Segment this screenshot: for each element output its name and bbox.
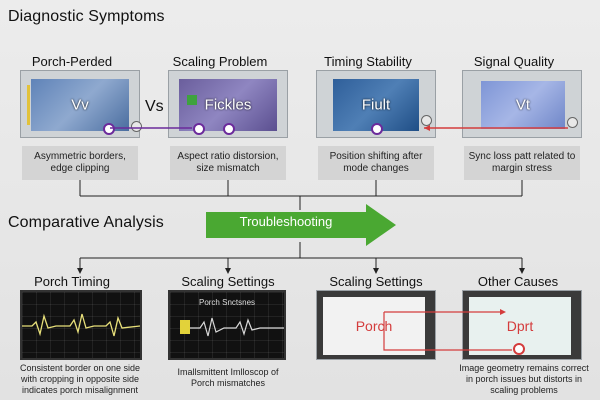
diagnostic-symptoms-title: Diagnostic Symptoms <box>8 8 165 25</box>
screen-scaling: Fickles <box>179 79 277 131</box>
caption-other-causes: Image geometry remains correct in porch … <box>459 362 589 395</box>
connector-node <box>223 123 235 135</box>
caption-signal: Sync loss patt related to margin stress <box>464 146 580 180</box>
troubleshooting-arrow <box>206 204 396 246</box>
oscilloscope-scaling: Porch Snctsnes <box>168 290 286 360</box>
arrowhead <box>77 268 83 274</box>
waveform <box>180 317 284 337</box>
panel-title-scaling-settings-1: Scaling Settings <box>181 274 275 289</box>
arrowhead <box>225 268 231 274</box>
monitor-scaling: Fickles <box>168 70 288 138</box>
caption-porch-timing: Consistent border on one side with cropp… <box>19 362 141 395</box>
waveform-block <box>180 320 190 334</box>
knob <box>567 117 578 128</box>
caption-timing: Position shifting after mode changes <box>318 146 434 180</box>
monitor-other-causes: Dprt <box>462 290 582 360</box>
caption-scaling: Aspect ratio distorsion, size mismatch <box>170 146 286 180</box>
arrowhead <box>519 268 525 274</box>
oscilloscope-porch <box>20 290 142 360</box>
screen-timing: Fiult <box>333 79 419 131</box>
red-link <box>383 312 512 351</box>
screen-text-other-causes: Dprt <box>506 318 534 334</box>
panel-title-other-causes: Other Causes <box>477 274 559 289</box>
troubleshooting-arrow-shape <box>206 204 396 246</box>
screen-other-causes: Dprt <box>469 297 571 355</box>
connector-node <box>193 123 205 135</box>
green-square <box>187 95 197 105</box>
monitor-porch-bottom: Porch <box>316 290 436 360</box>
panel-title-signal: Signal Quality <box>473 54 555 69</box>
waveform-trace <box>190 317 284 337</box>
screen-text-timing: Fiult <box>361 96 391 114</box>
connector-node <box>513 343 525 355</box>
screen-text-signal: Vt <box>515 96 531 114</box>
monitor-porch: Vv <box>20 70 142 138</box>
troubleshooting-label: Troubleshooting <box>239 214 333 229</box>
monitor-timing: Fiult <box>316 70 436 138</box>
panel-title-scaling-settings-2: Scaling Settings <box>329 274 423 289</box>
waveform-trace <box>22 313 140 337</box>
screen-porch: Vv <box>31 79 129 131</box>
vs-label: Vs <box>145 98 164 115</box>
monitor-signal: Vt <box>462 70 582 138</box>
red-arrowhead <box>424 125 430 131</box>
caption-scaling-settings: Imallsmittent Imlloscop of Porch mismatc… <box>177 367 279 388</box>
border-marker <box>27 85 30 125</box>
panel-title-porch-timing: Porch Timing <box>34 274 110 289</box>
connector-node <box>103 123 115 135</box>
panel-title-scaling: Scaling Problem <box>172 54 268 69</box>
comparative-analysis-title: Comparative Analysis <box>8 214 164 231</box>
screen-text-scaling: Fickles <box>204 96 252 114</box>
panel-title-timing: Timing Stability <box>324 54 412 69</box>
screen-text-porch: Vv <box>71 96 89 114</box>
knob <box>421 115 432 126</box>
arrowhead <box>373 268 379 274</box>
panel-title-porch: Porch-Perded <box>31 54 113 69</box>
caption-porch: Asymmetric borders, edge clipping <box>22 146 138 180</box>
screen-signal: Vt <box>481 81 565 129</box>
red-arrowhead <box>500 309 506 315</box>
connector-node <box>371 123 383 135</box>
screen-text-porch-bottom: Porch <box>355 318 393 334</box>
screen-porch-bottom: Porch <box>323 297 425 355</box>
waveform <box>22 313 140 337</box>
scope-label: Porch Snctsnes <box>198 298 256 307</box>
knob <box>131 121 142 132</box>
